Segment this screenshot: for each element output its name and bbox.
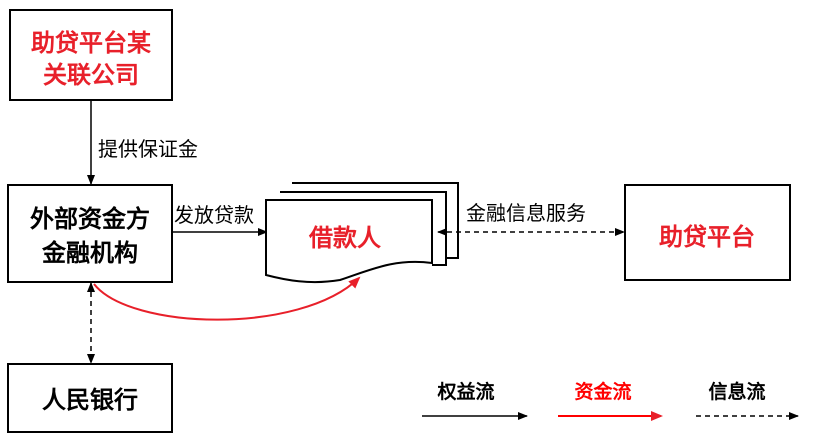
- node-central-bank: 人民银行: [7, 363, 173, 433]
- node-platform: 助贷平台: [624, 184, 791, 281]
- affiliate-line1: 助贷平台某: [31, 29, 151, 57]
- loan-label: 发放贷款: [174, 203, 254, 227]
- funder-line2: 金融机构: [41, 239, 138, 267]
- info-service-label: 金融信息服务: [466, 201, 586, 225]
- funds-flow-curve: [93, 276, 361, 321]
- borrower-label: 借款人: [308, 224, 381, 252]
- platform-label: 助贷平台: [659, 223, 755, 251]
- affiliate-line2: 关联公司: [43, 61, 139, 89]
- funder-line1: 外部资金方: [30, 205, 150, 233]
- central-bank-label: 人民银行: [42, 386, 138, 414]
- node-affiliate: 助贷平台某 关联公司: [9, 9, 173, 101]
- legend-equity-label: 权益流: [436, 380, 494, 403]
- legend-funds-label: 资金流: [574, 380, 631, 403]
- node-borrower: 借款人: [265, 182, 459, 284]
- legend-info-label: 信息流: [708, 380, 765, 403]
- node-funder: 外部资金方 金融机构: [7, 184, 173, 283]
- deposit-label: 提供保证金: [98, 137, 198, 161]
- legend: 权益流 资金流 信息流: [422, 380, 799, 421]
